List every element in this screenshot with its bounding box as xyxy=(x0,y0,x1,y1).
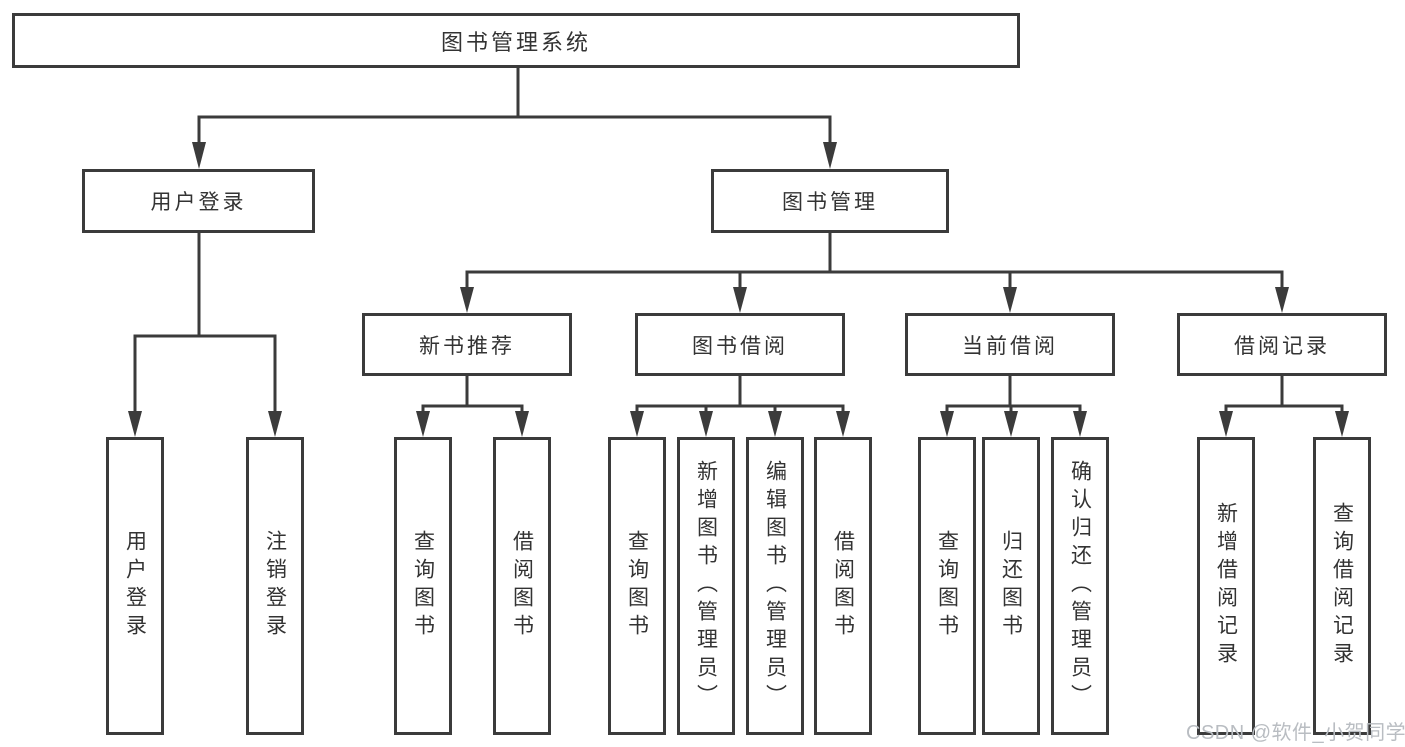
arrowhead-icon xyxy=(836,411,850,437)
leaf-return-books: 归还图书 xyxy=(982,437,1040,735)
arrowhead-icon xyxy=(630,411,644,437)
arrowhead-icon xyxy=(1073,411,1087,437)
arrowhead-icon xyxy=(416,411,430,437)
arrowhead-icon xyxy=(1004,411,1018,437)
leaf-edit-books-admin: 编辑图书（管理员） xyxy=(746,437,804,735)
leaf-borrow-books-recommend: 借阅图书 xyxy=(493,437,551,735)
leaf-user-login: 用户登录 xyxy=(106,437,164,735)
connector-book-borrow-to-leaves xyxy=(635,376,845,414)
arrowhead-icon xyxy=(192,142,206,169)
arrowhead-icon xyxy=(940,411,954,437)
connector-new-book-to-leaves xyxy=(421,376,524,414)
arrowhead-icon xyxy=(699,411,713,437)
leaf-borrow-books: 借阅图书 xyxy=(814,437,872,735)
leaf-add-books-admin: 新增图书（管理员） xyxy=(677,437,735,735)
arrowheads-new-book xyxy=(416,411,529,437)
connector-borrow-record-to-leaves xyxy=(1224,376,1344,414)
connector-book-mgmt-to-level3 xyxy=(465,233,1284,290)
arrowheads-level3 xyxy=(460,287,1289,313)
leaf-query-books-borrow: 查询图书 xyxy=(608,437,666,735)
arrowhead-icon xyxy=(1003,287,1017,313)
leaf-logout: 注销登录 xyxy=(246,437,304,735)
arrowhead-icon xyxy=(460,287,474,313)
arrowhead-icon xyxy=(823,142,837,169)
arrowhead-icon xyxy=(128,411,142,437)
leaf-add-borrow-record: 新增借阅记录 xyxy=(1197,437,1255,735)
node-current-borrowing: 当前借阅 xyxy=(905,313,1115,376)
connector-current-borrow-to-leaves xyxy=(945,376,1082,414)
node-new-book-recommend: 新书推荐 xyxy=(362,313,572,376)
arrowhead-icon xyxy=(1275,287,1289,313)
node-borrowing-records: 借阅记录 xyxy=(1177,313,1387,376)
arrowhead-icon xyxy=(1335,411,1349,437)
arrowheads-level2 xyxy=(192,142,837,169)
arrowhead-icon xyxy=(768,411,782,437)
connector-user-login-to-leaves xyxy=(133,233,277,414)
leaf-query-books-recommend: 查询图书 xyxy=(394,437,452,735)
arrowheads-user-login xyxy=(128,411,282,437)
node-user-login: 用户登录 xyxy=(82,169,315,233)
leaf-query-books-current: 查询图书 xyxy=(918,437,976,735)
node-library-system: 图书管理系统 xyxy=(12,13,1020,68)
connector-root-to-level2 xyxy=(197,68,832,146)
arrowheads-borrow-record xyxy=(1219,411,1349,437)
arrowhead-icon xyxy=(268,411,282,437)
arrowhead-icon xyxy=(733,287,747,313)
arrowhead-icon xyxy=(515,411,529,437)
leaf-query-borrow-record: 查询借阅记录 xyxy=(1313,437,1371,735)
arrowhead-icon xyxy=(1219,411,1233,437)
node-book-borrowing: 图书借阅 xyxy=(635,313,845,376)
arrowheads-current-borrow xyxy=(940,411,1087,437)
arrowheads-book-borrow xyxy=(630,411,850,437)
node-book-management: 图书管理 xyxy=(711,169,949,233)
csdn-watermark: CSDN @软件_小贺同学 xyxy=(1186,722,1405,744)
leaf-confirm-return-admin: 确认归还（管理员） xyxy=(1051,437,1109,735)
